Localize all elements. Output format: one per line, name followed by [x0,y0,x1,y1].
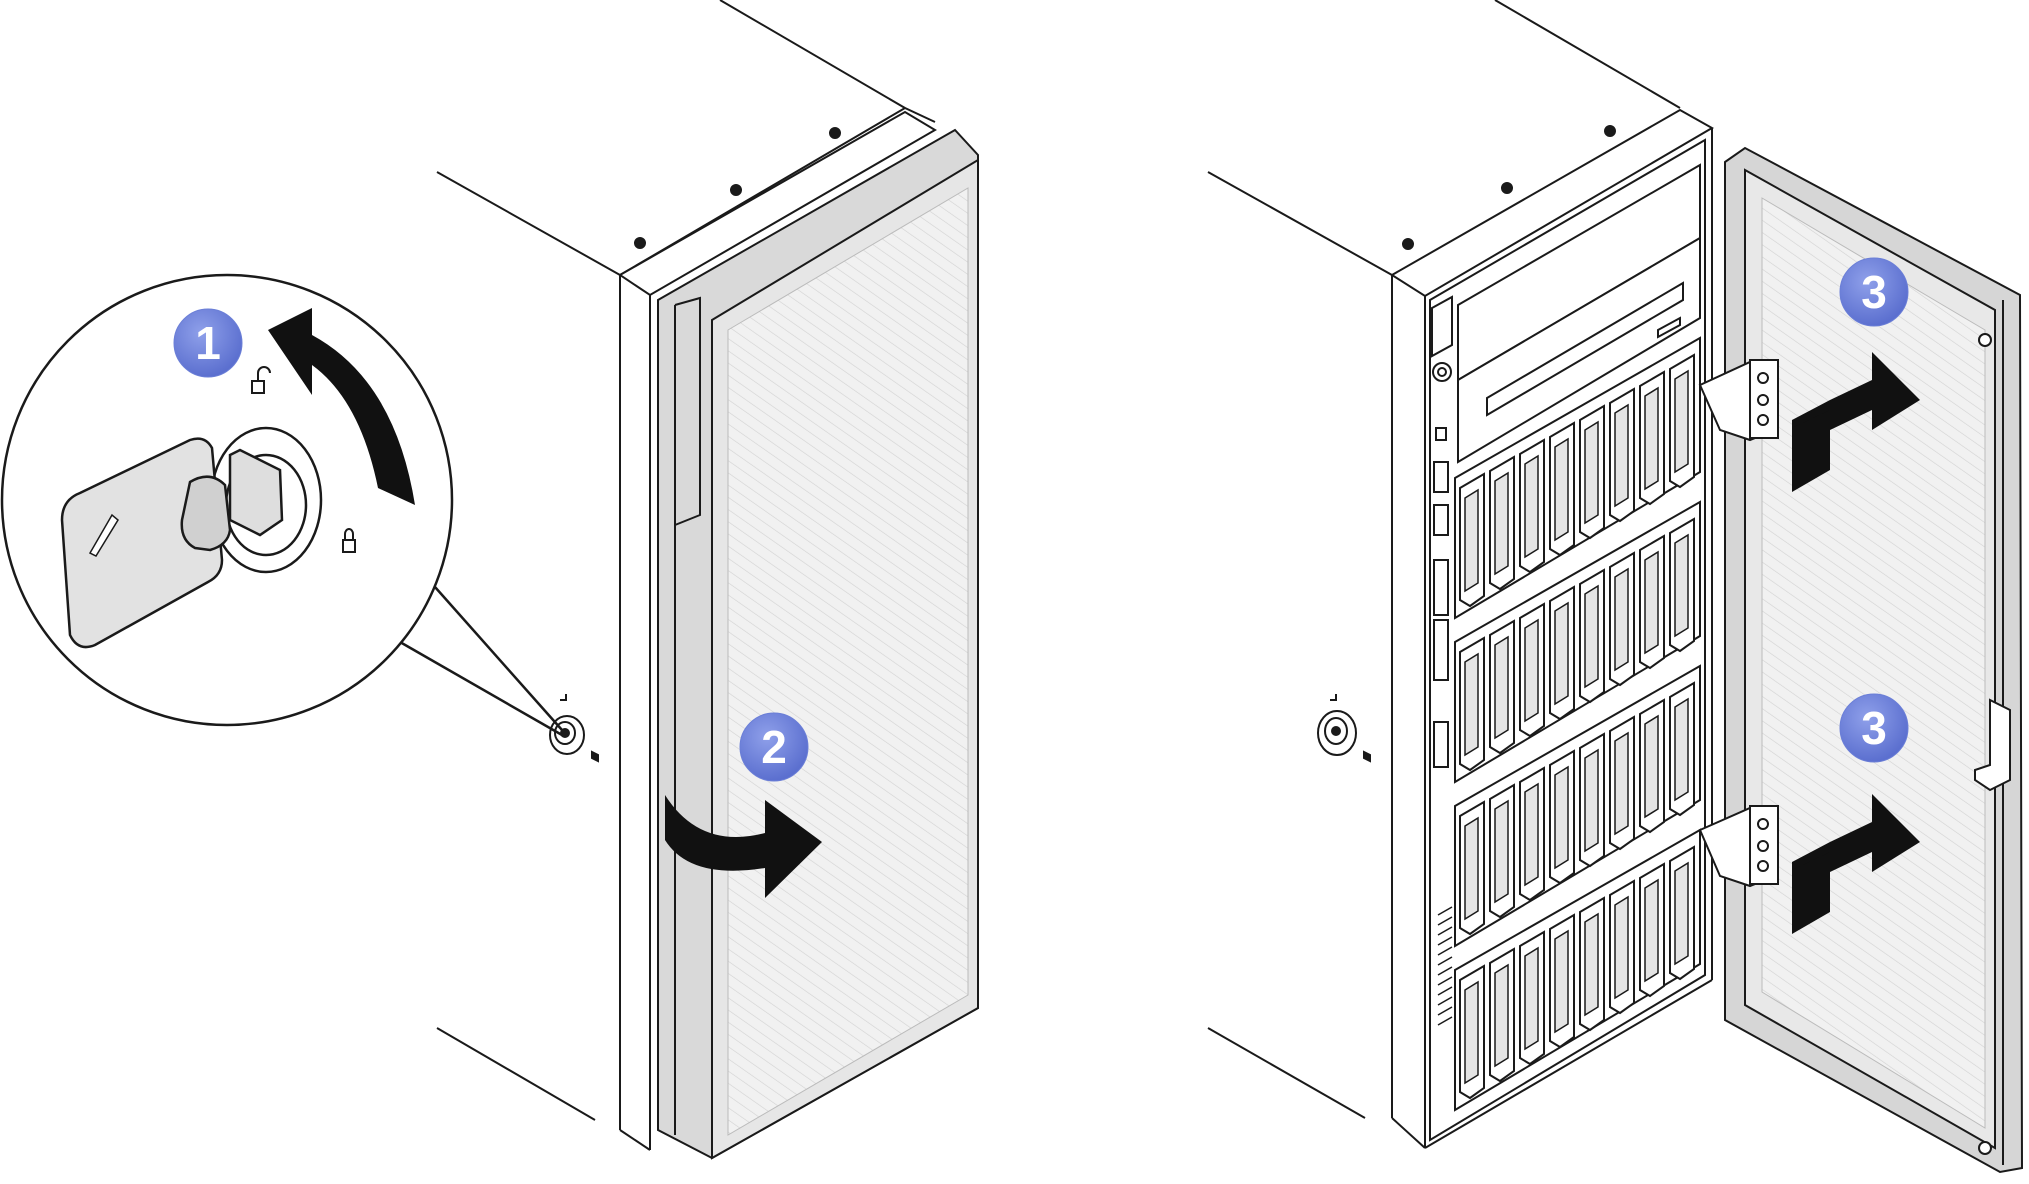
callout-number-3: 3 [1861,702,1887,754]
callout-badge-1 [173,308,243,378]
callout-badge-2 [739,712,809,782]
drive-handle [1584,420,1599,525]
drive-handle [1644,878,1659,983]
drive-handle [1674,861,1689,966]
drive-handle [1554,437,1569,542]
key-icon [60,426,323,649]
drive-handle [1524,618,1539,723]
drive-cage-row [1454,664,1701,948]
callout-badge-3 [1839,693,1909,763]
lock-icon [342,528,356,553]
lift-arrow-icon [1792,352,1920,492]
rotate-arrow-icon [268,308,415,505]
callout-badge-3 [1839,257,1909,327]
drive-handle [1674,697,1689,802]
drive-handle [1674,369,1689,474]
drive-handle [1494,635,1509,740]
drive-handle [1464,980,1479,1085]
drive-handle [1644,714,1659,819]
swing-arrow-icon [665,795,822,898]
drive-handle [1584,584,1599,689]
drive-handle [1464,652,1479,757]
drive-handle [1524,946,1539,1051]
drive-handle [1614,895,1629,1000]
drive-handle [1554,765,1569,870]
drive-handle [1464,816,1479,921]
drive-handle [1644,386,1659,491]
drive-cage-row [1454,336,1701,620]
drive-handle [1614,731,1629,836]
drive-handle [1584,748,1599,853]
lock-cylinder-right [1317,694,1371,763]
drive-handle [1614,567,1629,672]
drive-handle [1614,403,1629,508]
left-front-door [657,128,979,1160]
drive-cage-row [1454,828,1701,1112]
drive-handle [1494,471,1509,576]
right-server [1207,0,1715,1149]
drive-handle [1644,550,1659,655]
drive-handle [1554,601,1569,706]
unlock-icon [251,366,271,394]
lock-cylinder [549,694,599,763]
drive-handle [1494,963,1509,1068]
drive-handle [1554,929,1569,1034]
drive-handle [1584,912,1599,1017]
callout-number-2: 2 [761,721,787,773]
drive-handle [1494,799,1509,904]
drive-handle [1524,782,1539,887]
drive-bays [1454,336,1701,1112]
lower-hinge [1698,805,1779,888]
callout-number-3: 3 [1861,266,1887,318]
callout-badges: 1 2 3 3 [173,257,1909,782]
callout-number-1: 1 [195,317,221,369]
lift-arrow-icon [1792,794,1920,934]
drive-handle [1524,454,1539,559]
drive-handle [1464,488,1479,593]
upper-hinge [1698,359,1779,442]
drive-handle [1674,533,1689,638]
left-server [436,0,937,1151]
drive-cage-row [1454,500,1701,784]
